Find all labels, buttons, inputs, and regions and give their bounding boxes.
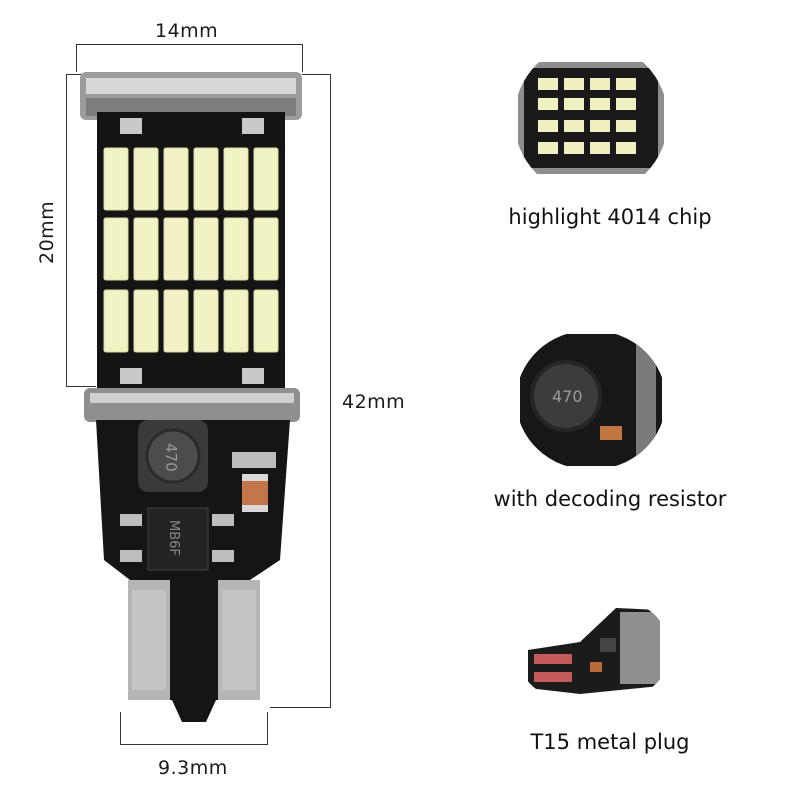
dim-line-left-bottom-tick [66,386,96,387]
plug-contact-right [218,580,260,700]
height-led-label: 20mm [36,200,58,264]
resistor-closeup-icon: 470 [530,340,656,460]
feature-caption-plug: T15 metal plug [530,730,690,754]
dim-line-bottom-left-tick [120,712,121,745]
led-chip [103,289,129,353]
led-chip [223,147,249,211]
dim-line-right-top-tick [302,74,331,75]
inductor [138,420,208,492]
feature-thumb-plug [520,598,666,702]
lower-pcb [96,420,290,700]
top-cap [80,72,302,120]
decoding-resistor [242,474,268,512]
led-pcb [97,112,285,402]
led-chip [133,289,159,353]
rectifier-chip [147,507,209,571]
led-chip [133,147,159,211]
led-chip [253,147,279,211]
led-chip [223,217,249,281]
middle-cap [84,388,300,422]
led-chip [253,289,279,353]
led-chip [193,147,219,211]
dim-line-right-bottom-tick [270,707,331,708]
led-chip-closeup-icon [538,78,636,154]
plug-closeup-icon [528,608,660,694]
width-top-label: 14mm [155,20,219,42]
feature-caption-resistor: with decoding resistor [493,487,727,511]
led-chip [193,217,219,281]
led-chip [103,147,129,211]
plug-contact-left [128,580,170,700]
led-chip [193,289,219,353]
led-chip [163,217,189,281]
height-total-label: 42mm [342,391,406,413]
dim-line-right [330,74,331,708]
dim-line-bottom-right-tick [267,712,268,745]
led-chip [223,289,249,353]
rectifier-marking: MB6F [166,520,181,556]
dim-line-left-top-tick [66,74,96,75]
dim-line-bottom [120,744,268,745]
led-chip [133,217,159,281]
feature-thumb-chip [514,42,668,196]
dim-line-top [76,44,303,45]
dim-line-top-left-tick [76,44,77,72]
feature-thumb-resistor: 470 [516,330,666,470]
closeup-resistor-marking: 470 [552,387,583,406]
feature-caption-chip: highlight 4014 chip [508,205,712,229]
dim-line-top-right-tick [302,44,303,72]
dim-line-left [66,74,67,386]
led-chip [163,289,189,353]
led-chip [103,217,129,281]
resistor-marking: 470 [162,443,180,472]
width-base-label: 9.3mm [158,757,228,779]
led-chip [253,217,279,281]
led-chip [163,147,189,211]
